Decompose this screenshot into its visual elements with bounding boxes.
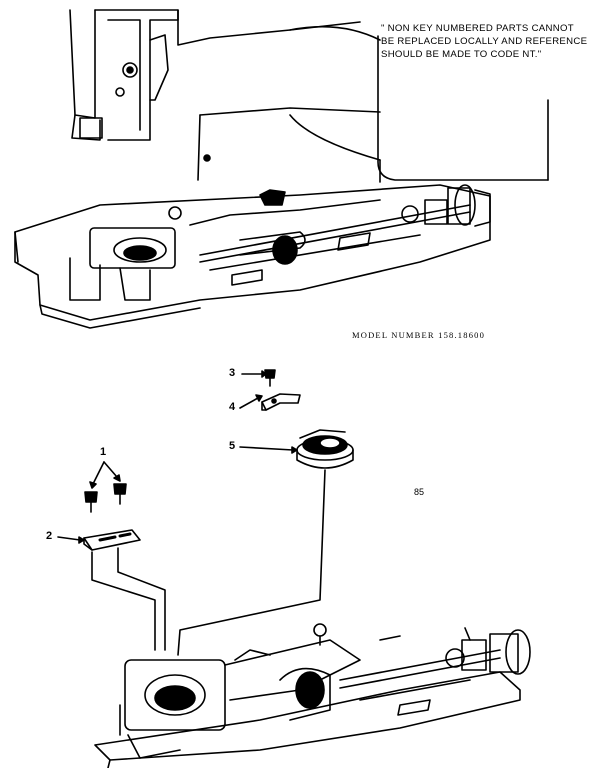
part-1-screws — [84, 483, 127, 513]
part-4-bracket — [261, 393, 301, 411]
machine-top-illustration — [14, 9, 549, 329]
callout-1: 1 — [100, 446, 107, 458]
part-2-plate — [83, 529, 141, 551]
callout-3: 3 — [229, 367, 236, 379]
model-number-label: MODEL NUMBER 158.18600 — [352, 330, 486, 340]
note-line-2: BE REPLACED LOCALLY AND REFERENCE — [381, 36, 588, 47]
machine-bottom-illustration — [94, 623, 531, 768]
part-5-hook — [296, 429, 354, 469]
figure-number: 85 — [414, 487, 425, 497]
note-line-1: " NON KEY NUMBERED PARTS CANNOT — [381, 23, 574, 34]
parts-note: " NON KEY NUMBERED PARTS CANNOT BE REPLA… — [381, 22, 607, 61]
callout-2: 2 — [46, 530, 53, 542]
callout-arrows — [57, 370, 298, 544]
note-line-3: SHOULD BE MADE TO CODE NT." — [381, 49, 542, 60]
callout-4: 4 — [229, 401, 236, 413]
callout-5: 5 — [229, 440, 236, 452]
exploded-parts — [83, 369, 354, 656]
part-3-screw — [264, 369, 276, 387]
